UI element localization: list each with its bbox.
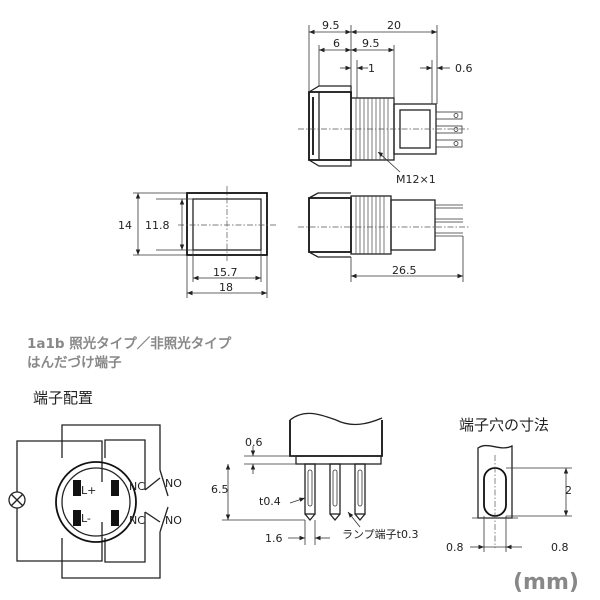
side-view-bottom — [298, 192, 470, 282]
dim-hole-height: 2 — [565, 484, 572, 497]
terminal-lamp-plus: L+ — [81, 484, 96, 497]
dim-detail-pitch: 1.6 — [265, 532, 283, 545]
dim-width-inner: 15.7 — [213, 266, 238, 279]
dim-width-outer: 18 — [219, 281, 233, 294]
dim-detail-top: 0.6 — [245, 436, 263, 449]
unit-label: (mm) — [513, 570, 579, 595]
dim-height-outer: 14 — [118, 219, 132, 232]
model-caption-line2: はんだづけ端子 — [27, 354, 122, 371]
terminal-hole-title: 端子穴の寸法 — [459, 416, 549, 434]
wiring-diagram — [8, 424, 169, 579]
dim-body-length: 20 — [387, 19, 401, 32]
dim-front-offset: 9.5 — [322, 19, 340, 32]
dim-flange-to-body: 9.5 — [362, 37, 380, 50]
dim-height-inner: 11.8 — [145, 219, 170, 232]
dim-terminal-offset: 0.6 — [455, 62, 473, 75]
dim-detail-thickness: t0.4 — [259, 495, 281, 508]
terminal-no-bottom: NO — [165, 514, 182, 527]
lamp-terminal-label: ランプ端子t0.3 — [342, 528, 418, 541]
terminal-nc-left: NC — [129, 480, 145, 493]
front-view — [133, 186, 278, 298]
thread-label: M12×1 — [396, 173, 436, 186]
dim-hole-left: 0.8 — [446, 541, 464, 554]
dim-detail-height: 6.5 — [211, 483, 229, 496]
model-caption-line1: 1a1b 照光タイプ／非照光タイプ — [27, 335, 232, 352]
terminal-arrangement-title: 端子配置 — [33, 389, 93, 407]
dim-hole-right: 0.8 — [551, 541, 569, 554]
dimension-lines-top — [308, 25, 450, 104]
terminal-lamp-minus: L- — [81, 512, 91, 525]
dim-flange-gap: 1 — [368, 62, 375, 75]
dim-total-length: 26.5 — [392, 264, 417, 277]
terminal-nc-right: NC — [129, 514, 145, 527]
terminal-detail — [222, 412, 383, 545]
terminal-no-top: NO — [165, 477, 182, 490]
terminal-hole-detail — [470, 444, 572, 552]
dim-flange-step: 6 — [333, 37, 340, 50]
side-view-top — [298, 85, 470, 173]
